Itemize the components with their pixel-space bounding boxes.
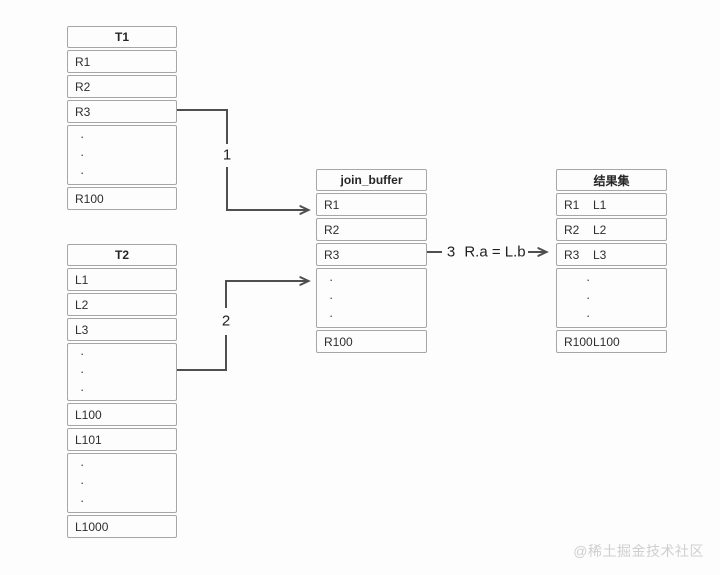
step-2-label: 2 xyxy=(221,312,231,330)
arrow-step1-upper xyxy=(177,109,228,144)
table-t2-row: L3 xyxy=(67,318,177,341)
table-t1-row: R100 xyxy=(67,187,177,210)
table-result-set-row: R2 L2 xyxy=(556,218,667,241)
table-t1-title: T1 xyxy=(67,26,177,48)
result-cell-l: L100 xyxy=(593,334,620,349)
table-t2-ellipsis-row: · · · xyxy=(67,453,177,513)
table-t1-row: R3 xyxy=(67,100,177,123)
dot: · xyxy=(586,308,591,323)
table-t2: T2 L1 L2 L3 · · · L100 L101 · · · L1000 xyxy=(67,244,177,538)
table-t2-title: T2 xyxy=(67,244,177,266)
dot: · xyxy=(80,147,85,162)
join-condition-label: R.a = L.b xyxy=(464,243,526,261)
table-join-buffer-row: R3 xyxy=(316,243,427,266)
result-cell-r: R3 xyxy=(564,247,580,262)
result-cell-l: L3 xyxy=(593,247,607,262)
step-3-label: 3 xyxy=(446,243,456,261)
watermark: @稀土掘金技术社区 xyxy=(573,543,704,559)
dot: · xyxy=(586,290,591,305)
dot: · xyxy=(80,364,85,379)
dot: · xyxy=(80,382,85,397)
result-cell-r: R2 xyxy=(564,222,580,237)
table-t2-row: L101 xyxy=(67,428,177,451)
result-cell-r: R100 xyxy=(564,334,593,349)
table-t2-ellipsis-row: · · · xyxy=(67,343,177,401)
table-result-set-row: R1 L1 xyxy=(556,193,667,216)
table-join-buffer-title: join_buffer xyxy=(316,169,427,191)
dot: · xyxy=(80,475,85,490)
dot: · xyxy=(329,272,334,287)
dot: · xyxy=(80,165,85,180)
table-t1: T1 R1 R2 R3 · · · R100 xyxy=(67,26,177,210)
step-1-label: 1 xyxy=(222,146,232,164)
dot: · xyxy=(586,272,591,287)
arrow-step1-lower xyxy=(226,167,308,210)
table-join-buffer: join_buffer R1 R2 R3 · · · R100 xyxy=(316,169,427,353)
table-t1-row: R2 xyxy=(67,75,177,98)
table-t2-row: L1000 xyxy=(67,515,177,538)
arrow-step2-upper xyxy=(225,281,308,308)
table-result-set-row: R3 L3 xyxy=(556,243,667,266)
table-t2-row: L100 xyxy=(67,403,177,426)
dot: · xyxy=(80,346,85,361)
table-join-buffer-ellipsis-row: · · · xyxy=(316,268,427,328)
result-cell-l: L1 xyxy=(593,197,607,212)
dot: · xyxy=(329,308,334,323)
result-cell-l: L2 xyxy=(593,222,607,237)
table-result-set-ellipsis-row: · · · xyxy=(556,268,667,328)
table-result-set-title: 结果集 xyxy=(556,169,667,191)
dot: · xyxy=(329,290,334,305)
table-join-buffer-row: R100 xyxy=(316,330,427,353)
dot: · xyxy=(80,457,85,472)
arrow-step2-lower xyxy=(177,335,227,371)
table-t2-row: L1 xyxy=(67,268,177,291)
table-result-set: 结果集 R1 L1 R2 L2 R3 L3 · · · R100 L100 xyxy=(556,169,667,353)
table-t1-ellipsis-row: · · · xyxy=(67,125,177,185)
table-t2-row: L2 xyxy=(67,293,177,316)
dot: · xyxy=(80,493,85,508)
dot: · xyxy=(80,129,85,144)
table-join-buffer-row: R1 xyxy=(316,193,427,216)
result-cell-r: R1 xyxy=(564,197,580,212)
table-join-buffer-row: R2 xyxy=(316,218,427,241)
table-result-set-row: R100 L100 xyxy=(556,330,667,353)
table-t1-row: R1 xyxy=(67,50,177,73)
